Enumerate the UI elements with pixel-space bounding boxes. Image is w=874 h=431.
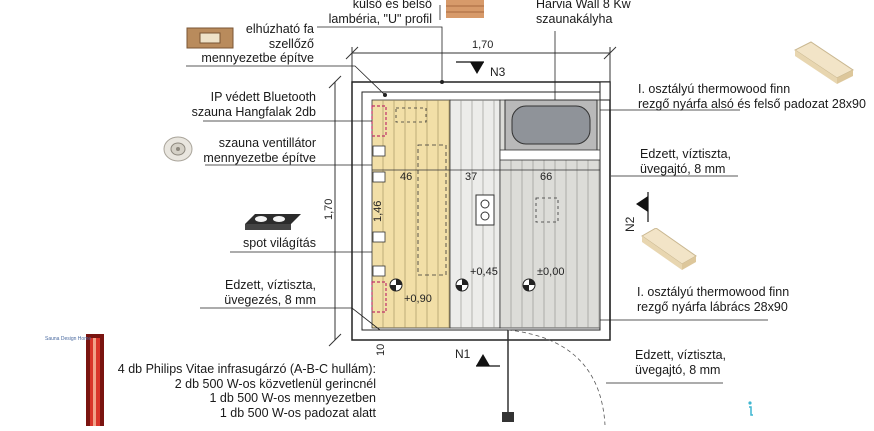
wood-plank-thumb-2 [640, 227, 698, 272]
dim-146-label: 1,46 [372, 201, 384, 222]
level-090-label: +0,90 [404, 293, 432, 305]
label-vent-slide: elhúzható fa szellőző mennyezetbe építve [201, 22, 314, 65]
door-swing-bottom [507, 329, 606, 426]
top-glass [599, 81, 611, 101]
dim-tick [328, 333, 342, 347]
section-n1-label: N1 [455, 347, 471, 361]
section-mark-n2 [636, 196, 648, 212]
label-glazing: Edzett, víztiszta, üvegezés, 8 mm [224, 278, 316, 307]
level-045-label: +0,45 [470, 266, 498, 278]
ir-emitter [372, 171, 386, 183]
level-marker-090 [389, 278, 403, 292]
wood-plank-thumb-1 [793, 40, 855, 84]
label-speaker: IP védett Bluetooth szauna Hangfalak 2db [191, 90, 316, 119]
dim-tick [328, 75, 342, 89]
label-door2: Edzett, víztiszta, üvegajtó, 8 mm [635, 348, 727, 377]
ir-emitter [372, 231, 386, 243]
spot-thumb [245, 212, 301, 232]
section-mark-n1 [476, 354, 490, 366]
section-mark-n3 [470, 62, 484, 74]
heater-guard [499, 149, 601, 161]
dim-width-label: 1,70 [472, 39, 493, 51]
fan-thumb [162, 134, 194, 164]
vent-slide-thumb [186, 25, 234, 51]
socket-hole [480, 199, 490, 209]
hidden-infrared-panel [417, 144, 447, 276]
dim-10-label: 10 [375, 344, 387, 356]
info-icon[interactable] [745, 400, 755, 418]
label-fan: szauna ventillátor mennyezetbe építve [203, 136, 316, 165]
heater-stones [511, 105, 591, 145]
label-floor: I. osztályú thermowood finn rezgő nyárfa… [637, 285, 790, 314]
label-infrared: 4 db Philips Vitae infrasugárzó (A-B-C h… [117, 362, 376, 420]
dim-66-label: 66 [540, 171, 552, 183]
hidden-fan [535, 197, 559, 223]
leader-lines [186, 5, 768, 384]
door-handle [502, 412, 514, 422]
hidden-vent [395, 107, 427, 123]
label-heater: Harvia Wall 8 Kw szaunakályha [536, 0, 631, 26]
section-n3-label: N3 [490, 65, 506, 79]
speaker-bottom [371, 281, 387, 313]
level-marker-045 [455, 278, 469, 292]
leader-dot [383, 93, 387, 97]
socket-hole [480, 211, 490, 221]
infrared-emitter-thumb [84, 334, 106, 426]
section-n2-label: N2 [623, 216, 637, 232]
ir-emitter [372, 265, 386, 277]
brand-tag: Sauna Design Home [45, 336, 92, 342]
ir-emitter [372, 145, 386, 157]
dim-tick [603, 46, 617, 60]
dim-46-label: 46 [400, 171, 412, 183]
level-marker-000 [522, 278, 536, 292]
profile-thumb [446, 0, 484, 18]
leader-dot [440, 80, 444, 84]
label-bench: I. osztályú thermowood finn rezgő nyárfa… [638, 82, 866, 111]
upper-bench [371, 99, 451, 329]
label-door1: Edzett, víztiszta, üvegajtó, 8 mm [640, 147, 732, 176]
level-000-label: ±0,00 [537, 266, 564, 278]
label-profile: külső és belső lambéria, "U" profil [328, 0, 432, 26]
dim-37-label: 37 [465, 171, 477, 183]
dim-tick [345, 46, 359, 60]
label-spot: spot világítás [243, 236, 316, 250]
bench-socket [475, 194, 495, 226]
dim-height-label: 1,70 [323, 199, 335, 220]
